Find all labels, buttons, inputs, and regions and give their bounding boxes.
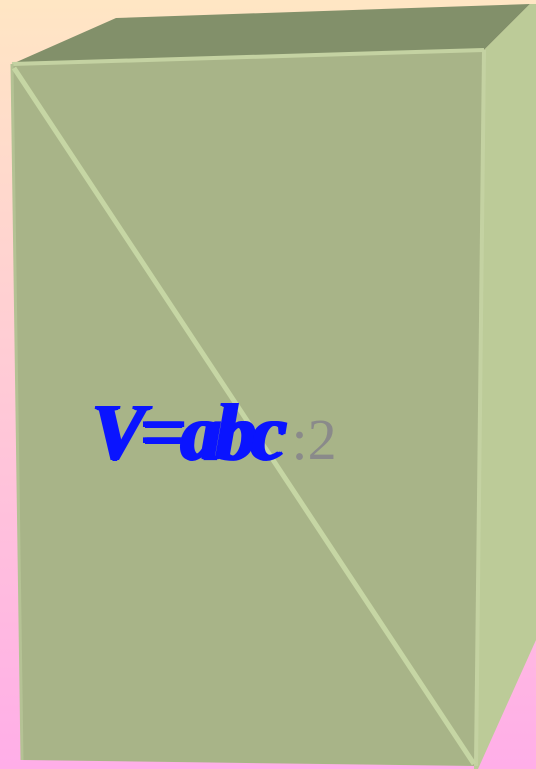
box-edge-front-top — [11, 48, 485, 66]
formula-suffix-text: :2 — [291, 407, 337, 472]
volume-formula: V=abc:2 — [92, 388, 337, 478]
box-edge-left-vertical — [10, 63, 24, 761]
box-right-face — [474, 4, 536, 769]
formula-main-text: V=abc — [92, 389, 286, 477]
box-top-face — [12, 4, 530, 64]
box-edge-right-vertical — [474, 49, 486, 767]
box-front-face — [12, 50, 484, 766]
diagonal-section-line — [11, 66, 477, 766]
